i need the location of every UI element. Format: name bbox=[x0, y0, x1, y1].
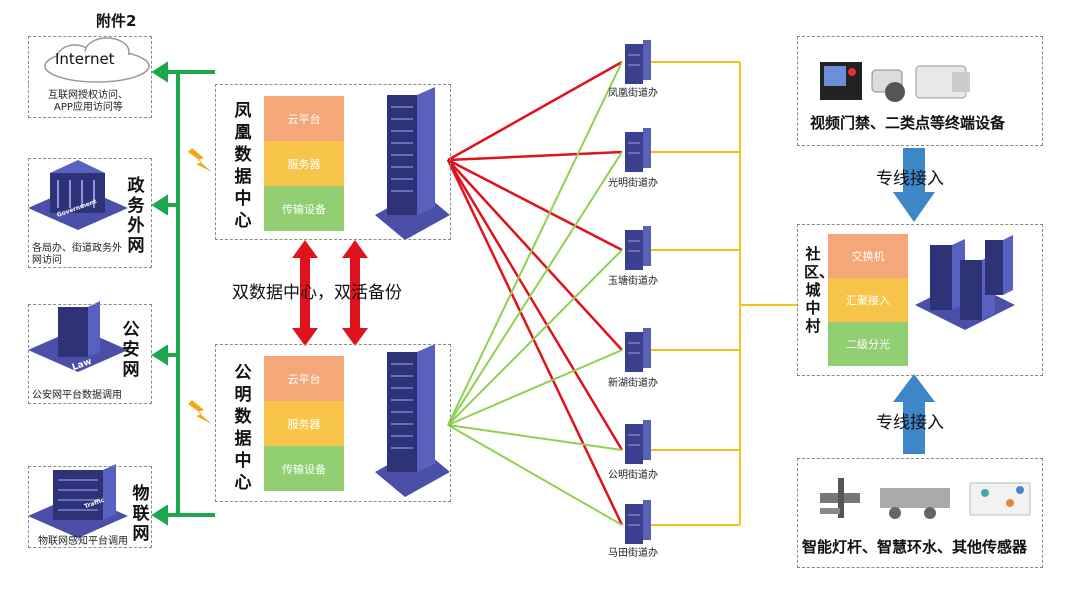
dc1-name: 凤凰数据中心 bbox=[234, 101, 252, 231]
dc1-layer-cloud: 云平台 bbox=[264, 96, 344, 141]
dc2-stack: 云平台 服务器 传输设备 bbox=[264, 356, 344, 491]
lightning-icon bbox=[188, 148, 212, 172]
page-title: 附件2 bbox=[96, 12, 137, 30]
police-net-desc: 公安网平台数据调用 bbox=[32, 390, 122, 401]
dc1-layer-server: 服务器 bbox=[264, 141, 344, 186]
gov-net-box bbox=[28, 158, 152, 268]
cloud-icon bbox=[44, 37, 150, 83]
station-label: 凤凰街道办 bbox=[608, 88, 658, 99]
terminal-box bbox=[797, 36, 1043, 146]
internet-box bbox=[28, 36, 152, 118]
red-links bbox=[446, 60, 624, 526]
dual-dc-label: 双数据中心，双活备份 bbox=[232, 283, 402, 303]
police-net-box bbox=[28, 304, 152, 404]
lime-links bbox=[447, 61, 623, 526]
iot-building-icon bbox=[28, 464, 128, 538]
iot-net-label: 物联网 bbox=[132, 484, 150, 544]
gov-net-desc-2: 网访问 bbox=[32, 255, 62, 266]
community-stack: 交换机 汇聚接入 二级分光 bbox=[828, 234, 908, 366]
dc2-box bbox=[215, 344, 451, 502]
terminal-device-icons bbox=[820, 62, 970, 102]
iot-net-box bbox=[28, 466, 152, 548]
blue-arrows bbox=[893, 148, 935, 454]
station-label: 马田街道办 bbox=[608, 548, 658, 559]
station-label: 新湖街道办 bbox=[608, 378, 658, 389]
dc1-box bbox=[215, 84, 451, 240]
green-backbone bbox=[151, 61, 215, 526]
dc-towers bbox=[375, 87, 450, 497]
community-layer-aggregation: 汇聚接入 bbox=[828, 278, 908, 322]
internet-label: Internet bbox=[55, 50, 115, 68]
line-bottom-label: 专线接入 bbox=[876, 413, 944, 433]
station-servers bbox=[625, 40, 651, 544]
yellow-links bbox=[648, 61, 798, 526]
lightning-icon bbox=[188, 400, 212, 424]
community-buildings bbox=[915, 235, 1015, 330]
community-box bbox=[797, 224, 1043, 376]
internet-desc-1: 互联网授权访问、 bbox=[48, 90, 128, 101]
station-label: 玉塘街道办 bbox=[608, 276, 658, 287]
dual-arrows bbox=[292, 240, 368, 346]
dc2-layer-server: 服务器 bbox=[264, 401, 344, 446]
dc2-layer-cloud: 云平台 bbox=[264, 356, 344, 401]
line-top-label: 专线接入 bbox=[876, 169, 944, 189]
station-label: 光明街道办 bbox=[608, 178, 658, 189]
gov-net-desc-1: 各局办、街道政务外 bbox=[32, 243, 122, 254]
community-layer-splitter: 二级分光 bbox=[828, 322, 908, 366]
community-name: 社区、城中村 bbox=[804, 245, 835, 335]
dc1-layer-transport: 传输设备 bbox=[264, 186, 344, 231]
terminal-label: 视频门禁、二类点等终端设备 bbox=[810, 114, 1006, 132]
police-building-icon bbox=[28, 301, 128, 372]
gov-net-label: 政务外网 bbox=[127, 176, 145, 256]
station-label: 公明街道办 bbox=[608, 470, 658, 481]
iot-net-desc: 物联网感知平台调用 bbox=[38, 536, 128, 547]
dc2-name: 公明数据中心 bbox=[234, 363, 252, 493]
gov-building-icon bbox=[28, 160, 128, 230]
dc1-stack: 云平台 服务器 传输设备 bbox=[264, 96, 344, 231]
dc2-layer-transport: 传输设备 bbox=[264, 446, 344, 491]
sensor-device-icons bbox=[820, 478, 1031, 519]
sensor-box bbox=[797, 458, 1043, 568]
sensor-label: 智能灯杆、智慧环水、其他传感器 bbox=[802, 538, 1028, 556]
internet-desc-2: APP应用访问等 bbox=[54, 102, 123, 113]
police-net-label: 公安网 bbox=[122, 320, 140, 380]
community-layer-switch: 交换机 bbox=[828, 234, 908, 278]
